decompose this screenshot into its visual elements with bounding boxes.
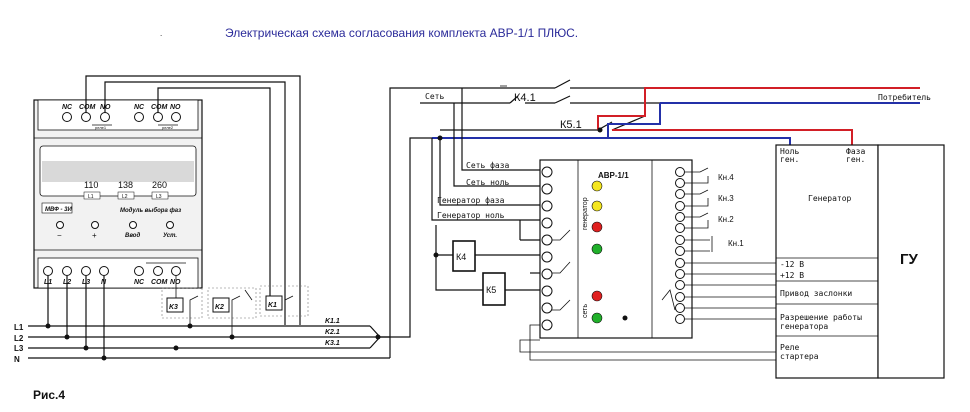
line-label-k21: K2.1: [325, 329, 340, 336]
phase-selection-module: NC COM NO NC COM NO реле1 реле2 110 138 …: [33, 99, 203, 289]
k5-coil-label: К5: [486, 285, 496, 295]
led-yellow-1: [591, 180, 603, 192]
line-label-k11: K1.1: [325, 318, 340, 325]
bottom-label-nc: NC: [134, 279, 145, 286]
avr-input-wires: Сеть фаза Сеть ноль Генератор фаза Генер…: [431, 88, 540, 221]
line-label-l1: L1: [14, 323, 24, 332]
set-label: Сеть: [425, 92, 444, 101]
led-green-2: [591, 312, 603, 324]
gu-minus12: -12 В: [780, 260, 804, 269]
set-button: [166, 221, 174, 229]
relay-label-no2: NO: [170, 104, 181, 111]
relay-k2: K2: [207, 287, 257, 337]
button-label-kn3: Кн.3: [718, 194, 734, 203]
relay-label-com1: COM: [79, 104, 96, 111]
module-model: МВФ - 3И: [45, 207, 72, 213]
avr-name: АВР-1/1: [598, 171, 629, 180]
gu-phase: Фаза: [846, 147, 865, 156]
module-relay-wires: [85, 75, 301, 325]
top-terminals: [62, 112, 181, 122]
input-gen-phase: Генератор фаза: [437, 196, 505, 205]
line-label-l2: L2: [14, 334, 24, 343]
input-net-zero: Сеть ноль: [466, 178, 510, 187]
plus-label: +: [92, 231, 97, 240]
gu-zero-gen: ген.: [780, 155, 799, 164]
plus-button: [91, 221, 99, 229]
display-channel-l1: L1: [88, 194, 94, 200]
output-wires: Потребитель: [432, 87, 931, 145]
led-red-2: [591, 290, 603, 302]
module-name: Модуль выбора фаз: [120, 207, 181, 214]
figure-label: Рис.4: [33, 388, 65, 402]
power-lines: L1 L2 L3 N K1.1 K2.1 K3.1: [14, 87, 462, 364]
display-channel-l2: L2: [122, 194, 128, 200]
line-label-n: N: [14, 355, 20, 364]
enter-button: [129, 221, 137, 229]
avr-left-terminals: [541, 166, 553, 331]
enter-label: Ввод: [125, 233, 140, 239]
coils: К4 К5: [433, 220, 540, 306]
line-label-l3: L3: [14, 344, 24, 353]
input-net-phase: Сеть фаза: [466, 161, 510, 170]
input-gen-zero: Генератор ноль: [437, 211, 505, 220]
k51-label: К5.1: [560, 119, 582, 131]
bottom-label-no: NO: [170, 279, 181, 286]
button-label-kn1: Кн.1: [728, 239, 744, 248]
led-red-1: [591, 221, 603, 233]
relay-label-com2: COM: [151, 104, 168, 111]
avr-gu-wires: [519, 262, 776, 361]
diagram-title: Электрическая схема согласования комплек…: [225, 26, 578, 40]
relay-label-nc2: NC: [134, 104, 145, 111]
button-switches: Кн.4 Кн.3 Кн.2 Кн.1: [685, 167, 744, 252]
relay-label-nc1: NC: [62, 104, 73, 111]
led-green-1: [591, 243, 603, 255]
button-label-kn2: Кн.2: [718, 215, 734, 224]
gu-label: ГУ: [900, 251, 919, 268]
line-label-k31: K3.1: [325, 340, 340, 347]
avr-net-label: сеть: [582, 304, 589, 318]
gu-permit-line1: Разрешение работы: [780, 312, 862, 322]
avr-device: АВР-1/1 генератор сеть: [539, 159, 693, 339]
title-dot: .: [160, 29, 162, 38]
minus-button: [56, 221, 64, 229]
gu-relay-line1: Реле: [780, 343, 799, 352]
minus-label: −: [57, 231, 62, 240]
display-channel-l3: L3: [156, 194, 162, 200]
display-value-l1: 110: [84, 180, 98, 190]
display-screen: [42, 161, 194, 182]
button-label-kn4: Кн.4: [718, 173, 734, 182]
avr-generator-label: генератор: [582, 197, 589, 230]
relay-k3-label: K3: [169, 304, 178, 311]
consumer-label: Потребитель: [878, 92, 931, 102]
set-label: Уст.: [163, 233, 177, 239]
avr-dot: [622, 315, 628, 321]
display-value-l3: 260: [152, 180, 167, 190]
gu-block: Ноль ген. Фаза ген. Генератор -12 В +12 …: [775, 144, 945, 379]
display-value-l2: 138: [118, 180, 133, 190]
k4-coil-label: К4: [456, 252, 466, 262]
gu-permit-line2: генератора: [780, 322, 828, 331]
bottom-label-com: COM: [151, 279, 168, 286]
relay-k1-label: K1: [268, 302, 277, 309]
avr-right-terminals: [675, 167, 685, 324]
contactor-k41: К4.1 Сеть: [420, 79, 660, 104]
contactor-k51: К5.1: [432, 115, 646, 139]
gu-relay-line2: стартера: [780, 352, 819, 361]
gu-damper: Привод заслонки: [780, 289, 852, 298]
relay1-small-label: реле1: [95, 125, 107, 130]
gu-generator: Генератор: [808, 194, 852, 203]
relay-k2-label: K2: [215, 304, 224, 311]
relay-k3: K3: [161, 276, 203, 326]
gu-zero: Ноль: [780, 147, 799, 156]
gu-plus12: +12 В: [780, 271, 804, 280]
gu-phase-gen: ген.: [846, 155, 865, 164]
k41-label: К4.1: [514, 92, 536, 104]
led-yellow-2: [591, 200, 603, 212]
relay2-small-label: реле2: [162, 125, 174, 130]
relay-k1: K1: [259, 285, 309, 317]
bottom-terminals: [43, 266, 181, 276]
